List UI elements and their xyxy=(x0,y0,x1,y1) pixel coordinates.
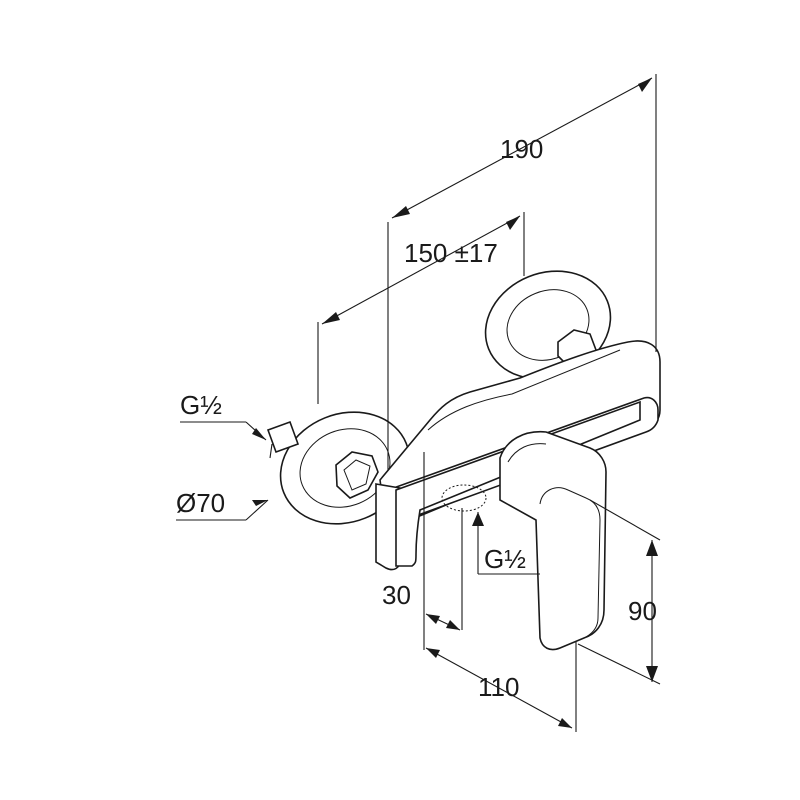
lever-handle xyxy=(499,431,607,651)
flange-diameter-label: Ø70 xyxy=(176,488,225,518)
dimension-arrowheads xyxy=(252,78,658,728)
outlet-thread-label: G½ xyxy=(484,544,526,574)
inlet-thread-label: G½ xyxy=(180,390,222,420)
body-depth-label: 110 xyxy=(478,672,519,702)
outlet-opening xyxy=(441,484,487,512)
inlet-pipe-stub xyxy=(266,420,300,459)
outlet-offset-label: 30 xyxy=(382,580,411,610)
overall-width-label: 190 xyxy=(500,134,543,164)
center-distance-label: 150 ±17 xyxy=(404,238,498,268)
lever-height-label: 90 xyxy=(628,596,657,626)
